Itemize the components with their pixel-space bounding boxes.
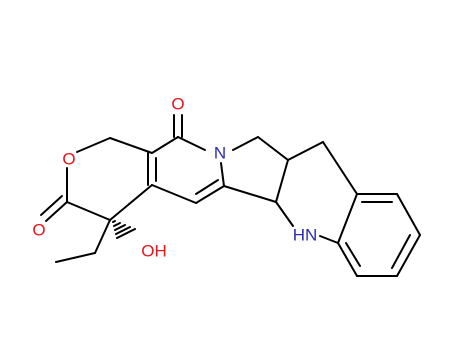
bond-ar2-ar1: [337, 193, 358, 244]
bond-c6-nh: [275, 201, 294, 227]
hashed-wedge-bond: [112, 220, 136, 239]
bond-c4-c5: [151, 136, 179, 154]
bond-arom-inner-2: [391, 234, 411, 269]
atom-nh: HN: [293, 226, 318, 245]
atom-o-carbonyl-top: O: [171, 95, 184, 114]
bond-c2-c1: [151, 184, 197, 204]
bond-quat-ethyl: [94, 219, 111, 254]
bond-n-c3: [220, 162, 225, 187]
bond-nh-ar2: [319, 235, 339, 244]
bond-ch2-o: [76, 137, 111, 153]
bond-ch2-c7: [257, 136, 289, 161]
bond-c3-c2: [195, 185, 225, 204]
bond-quat-c1: [109, 184, 153, 221]
bond-n-ch2: [232, 136, 259, 151]
bond-c3-c2-inner: [195, 179, 219, 195]
atom-o-carbonyl-left: O: [32, 221, 45, 240]
bond-c7-ch2b: [287, 141, 324, 161]
bond-c7-c6: [275, 159, 289, 203]
atom-o-ring: O: [62, 150, 75, 169]
bond-c6-c3: [223, 185, 277, 203]
bond-carbonyl-left-a: [45, 201, 68, 222]
bond-ar6-ar2: [337, 242, 358, 277]
atom-labels: O O O N HN OH: [32, 95, 317, 261]
bond-arom-inner-3: [345, 242, 361, 267]
bond-c4-n: [177, 136, 206, 151]
bond-ar3-ar4: [396, 193, 421, 236]
bond-ethyl-ch3: [55, 252, 96, 263]
atom-n-ring: N: [214, 144, 226, 163]
bond-carbonyl-left-b: [40, 195, 63, 216]
bond-ch2b-ar1: [322, 141, 358, 195]
bond-cco-quat: [66, 201, 111, 221]
atom-oh: OH: [141, 242, 167, 261]
bonds: [40, 114, 421, 277]
bond-ar4-ar5: [396, 234, 421, 277]
bond-c5-ch2: [109, 137, 153, 154]
